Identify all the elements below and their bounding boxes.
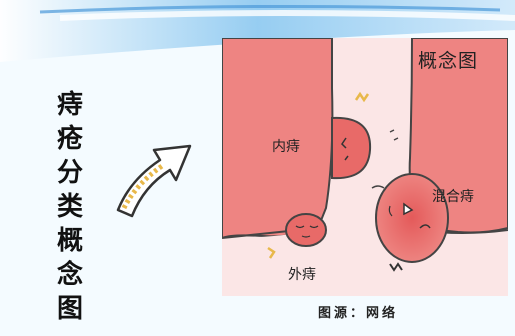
vertical-title: 痔 疮 分 类 概 念 图 — [48, 88, 92, 326]
title-char: 痔 — [57, 88, 83, 122]
image-source: 图源：网络 — [318, 302, 398, 321]
title-char: 类 — [57, 190, 83, 224]
title-char: 分 — [57, 156, 83, 190]
title-char: 念 — [57, 258, 83, 292]
title-char: 疮 — [57, 122, 83, 156]
curved-arrow-icon — [100, 128, 200, 223]
title-char: 图 — [57, 292, 83, 326]
diagram-graphic — [222, 38, 508, 296]
external-hemorrhoid-label: 外痔 — [288, 264, 316, 284]
concept-label: 概念图 — [418, 46, 478, 73]
mixed-hemorrhoid-label: 混合痔 — [432, 186, 474, 206]
spark-icon — [356, 94, 368, 100]
internal-hemorrhoid-label: 内痔 — [272, 136, 300, 156]
title-char: 概 — [57, 224, 83, 258]
hemorrhoid-diagram: 概念图 内痔 混合痔 外痔 — [222, 38, 508, 296]
